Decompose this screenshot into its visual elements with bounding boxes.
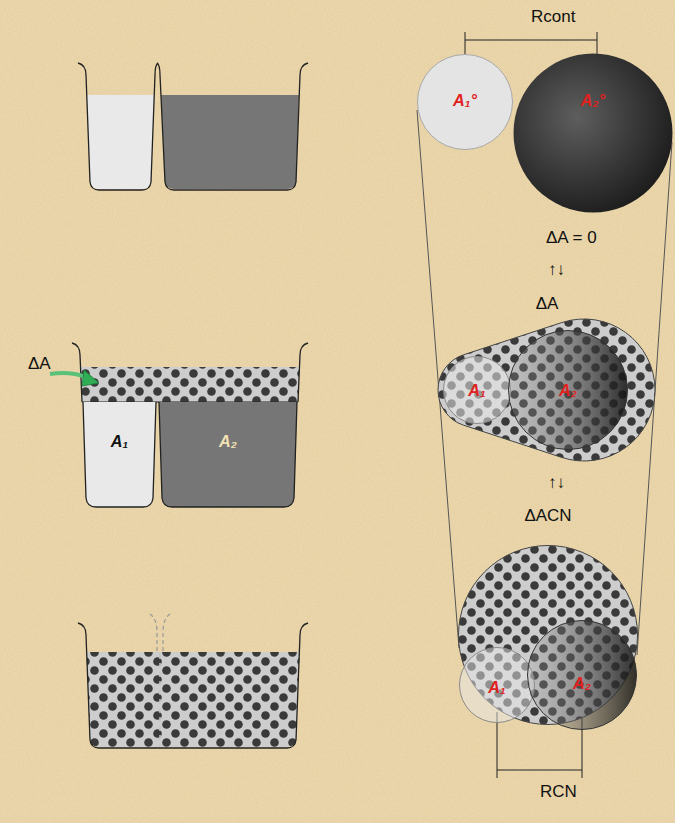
- mixed-layer: [81, 367, 300, 402]
- teardrop-outline: [438, 319, 655, 461]
- component-label: A₁: [459, 678, 535, 697]
- light-liquid: [87, 95, 154, 189]
- dimension-line: [465, 40, 597, 41]
- pure-liquid-circle: A₁°: [417, 54, 513, 150]
- beaker-outline: [78, 623, 308, 748]
- component-circle: A₁: [443, 356, 511, 424]
- beaker-outline: [78, 63, 158, 190]
- component-label: A₂: [527, 674, 637, 693]
- beaker-outline: [159, 402, 297, 507]
- circle-outline: [444, 357, 511, 424]
- pure-liquid-circle: A₂°: [513, 53, 673, 213]
- zone-heading: ΔACN: [458, 506, 638, 526]
- component-circle: A₂: [508, 330, 628, 450]
- circle-outline: [460, 648, 535, 723]
- zone-heading: ΔA: [438, 294, 656, 314]
- component-circle: A₂: [527, 620, 637, 730]
- component-label: A₁°: [417, 91, 513, 110]
- dimension-line: [497, 770, 582, 771]
- component-label: A₂: [508, 381, 628, 400]
- shape-outline: [513, 53, 673, 213]
- component-label: A₂: [158, 432, 298, 451]
- circle-outline: [528, 621, 637, 730]
- liquid-fill: [83, 402, 156, 507]
- dark-liquid: [161, 95, 299, 189]
- mixing-zone: ΔAA₁A₂: [438, 318, 656, 463]
- beaker-outline: [157, 63, 308, 190]
- shape-outline: [82, 402, 157, 508]
- former-divider: [150, 614, 157, 652]
- beaker-outline: [298, 343, 308, 402]
- former-divider: [159, 654, 161, 746]
- arrow-head: [82, 370, 99, 386]
- mixed-zone-circle: ΔACNA₁A₂: [458, 545, 638, 725]
- circle-outline: [418, 55, 513, 150]
- former-divider: [163, 614, 170, 652]
- beaker-outline: [83, 402, 156, 507]
- liquid-fill: [159, 402, 297, 507]
- shape-outline: [158, 402, 298, 508]
- mixed-liquid: [87, 652, 300, 747]
- component-label: A₁: [82, 432, 157, 451]
- circle-outline: [509, 331, 628, 450]
- component-label: A₁: [443, 381, 511, 400]
- circle-outline: [514, 54, 673, 213]
- addition-arrow: [50, 373, 86, 377]
- component-circle: A₁: [459, 647, 535, 723]
- beaker-compartment: A₁: [82, 402, 157, 508]
- beaker-compartment: A₂: [158, 402, 298, 508]
- component-label: A₂°: [513, 91, 673, 110]
